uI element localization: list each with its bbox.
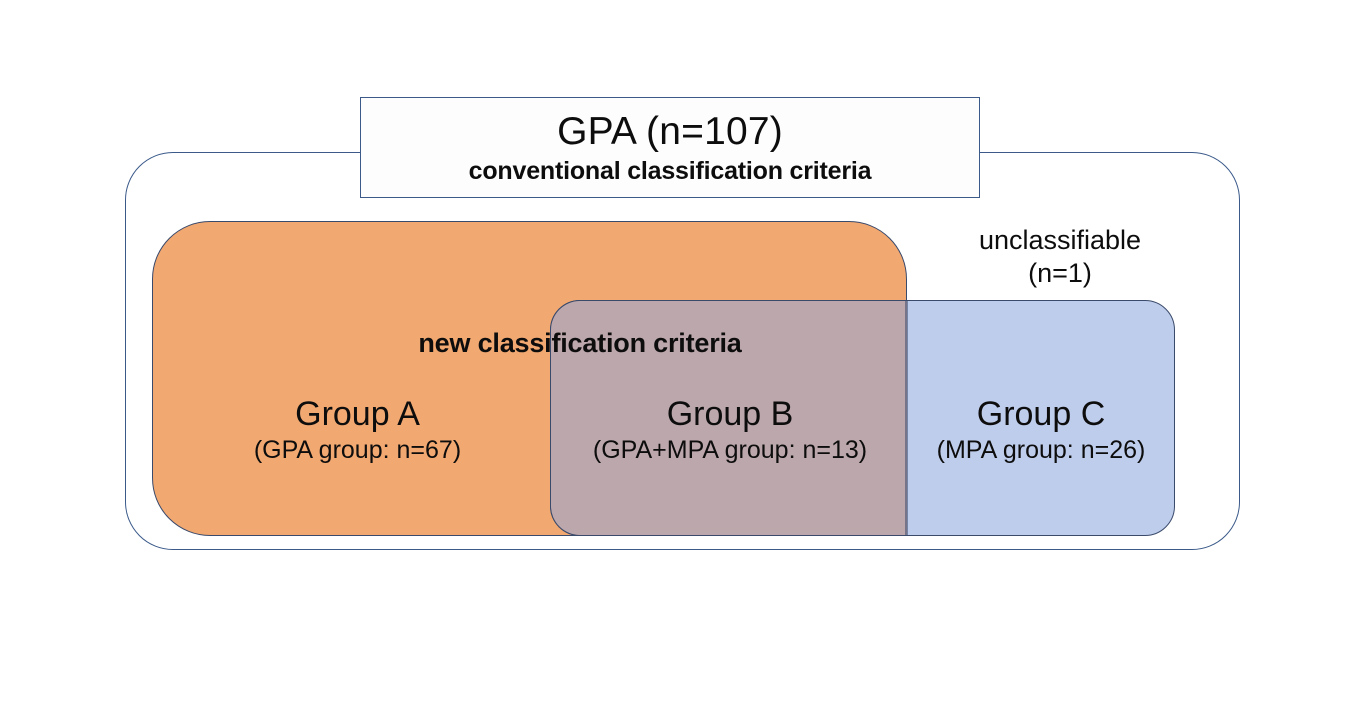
group-c-label: Group C (MPA group: n=26) <box>905 394 1177 466</box>
group-a-subtitle: (GPA group: n=67) <box>253 436 462 464</box>
new-classification-criteria-label: new classification criteria <box>418 328 742 358</box>
group-c-title: Group C <box>976 395 1106 433</box>
header-label-box: GPA (n=107) conventional classification … <box>360 97 980 198</box>
group-b-label: Group B (GPA+MPA group: n=13) <box>540 394 920 466</box>
group-c-subtitle: (MPA group: n=26) <box>936 436 1146 464</box>
group-a-right-edge <box>905 300 908 536</box>
group-b-title: Group B <box>666 395 794 433</box>
unclassifiable-count: (n=1) <box>1028 258 1092 288</box>
group-b-subtitle: (GPA+MPA group: n=13) <box>592 436 868 464</box>
header-subtitle: conventional classification criteria <box>468 156 872 185</box>
header-title: GPA (n=107) <box>557 109 783 153</box>
group-a-label: Group A (GPA group: n=67) <box>155 394 560 466</box>
unclassifiable-text: unclassifiable <box>978 225 1142 255</box>
group-a-title: Group A <box>295 395 420 433</box>
unclassifiable-label: unclassifiable (n=1) <box>930 224 1190 290</box>
group-b-overlap-region <box>550 300 907 536</box>
